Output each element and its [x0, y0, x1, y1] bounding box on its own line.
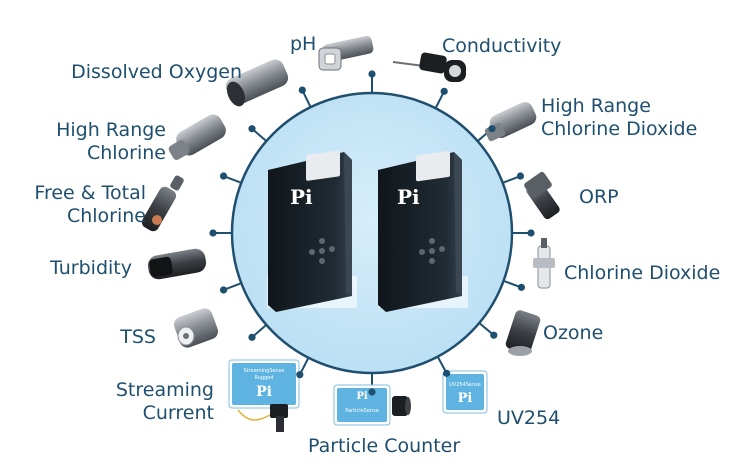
streaming-current-device-icon: StreamingSense Rugged Pi — [228, 359, 300, 432]
turbidity-sensor-icon — [147, 248, 207, 280]
label-particle-counter: Particle Counter — [308, 435, 461, 457]
label-ozone: Ozone — [543, 322, 604, 344]
connector-dot — [527, 229, 535, 237]
uv254-device-text: UV254Sense — [449, 382, 481, 388]
orp-probe-icon — [524, 171, 560, 220]
particle-counter-device-icon: Pi ParticleSense — [333, 384, 411, 426]
chlorine-dioxide-cell-icon — [533, 238, 555, 289]
label-conductivity: Conductivity — [442, 35, 562, 57]
controller-left: Pi — [267, 150, 357, 312]
connector-dot — [248, 333, 256, 341]
uv254-device-brand: Pi — [458, 391, 473, 406]
label-dissolved-oxygen: Dissolved Oxygen — [71, 61, 242, 83]
ph-probe-icon — [318, 35, 374, 71]
connector-dot — [219, 286, 228, 294]
hr-chlorine-dioxide-sensor-icon — [484, 102, 537, 142]
connector-dot — [248, 125, 256, 133]
label-ph: pH — [290, 33, 317, 55]
connector-dot — [440, 87, 448, 95]
particle-counter-device-brand: Pi — [356, 391, 368, 402]
connector-dot — [490, 331, 498, 339]
streaming-current-device-brand: Pi — [256, 384, 272, 400]
controller-right-brand: Pi — [397, 185, 420, 209]
connector-dot — [219, 172, 228, 180]
controller-left-brand: Pi — [290, 185, 313, 209]
dissolved-oxygen-probe-icon — [225, 59, 289, 107]
connector-dot — [488, 125, 496, 133]
conductivity-probe-icon — [392, 52, 466, 82]
uv254-device-icon: UV254Sense Pi — [442, 370, 488, 414]
label-orp: ORP — [579, 186, 619, 208]
controller-pair-icon: Pi Pi — [267, 150, 468, 312]
streaming-current-device-text2: Rugged — [254, 375, 273, 381]
free-total-chlorine-probe-icon — [141, 175, 184, 232]
connector-dot — [368, 388, 376, 396]
hr-chlorine-sensor-icon — [168, 114, 226, 160]
label-turbidity: Turbidity — [50, 257, 132, 279]
particle-counter-device-text: ParticleSense — [345, 408, 379, 414]
connector-dots — [209, 70, 535, 396]
tss-sensor-icon — [173, 308, 219, 348]
label-tss: TSS — [120, 326, 156, 348]
label-chlorine-dioxide: Chlorine Dioxide — [564, 262, 721, 284]
connector-dot — [298, 86, 306, 94]
connector-dot — [517, 283, 526, 291]
streaming-current-device-text1: StreamingSense — [244, 368, 285, 374]
ozone-sensor-icon — [505, 310, 541, 356]
label-uv254: UV254 — [497, 407, 561, 429]
controller-right: Pi — [378, 151, 468, 312]
connector-dot — [209, 229, 217, 237]
connector-dot — [368, 70, 376, 78]
connector-dot — [296, 371, 304, 379]
connector-dot — [443, 369, 451, 377]
connector-dot — [516, 172, 525, 180]
